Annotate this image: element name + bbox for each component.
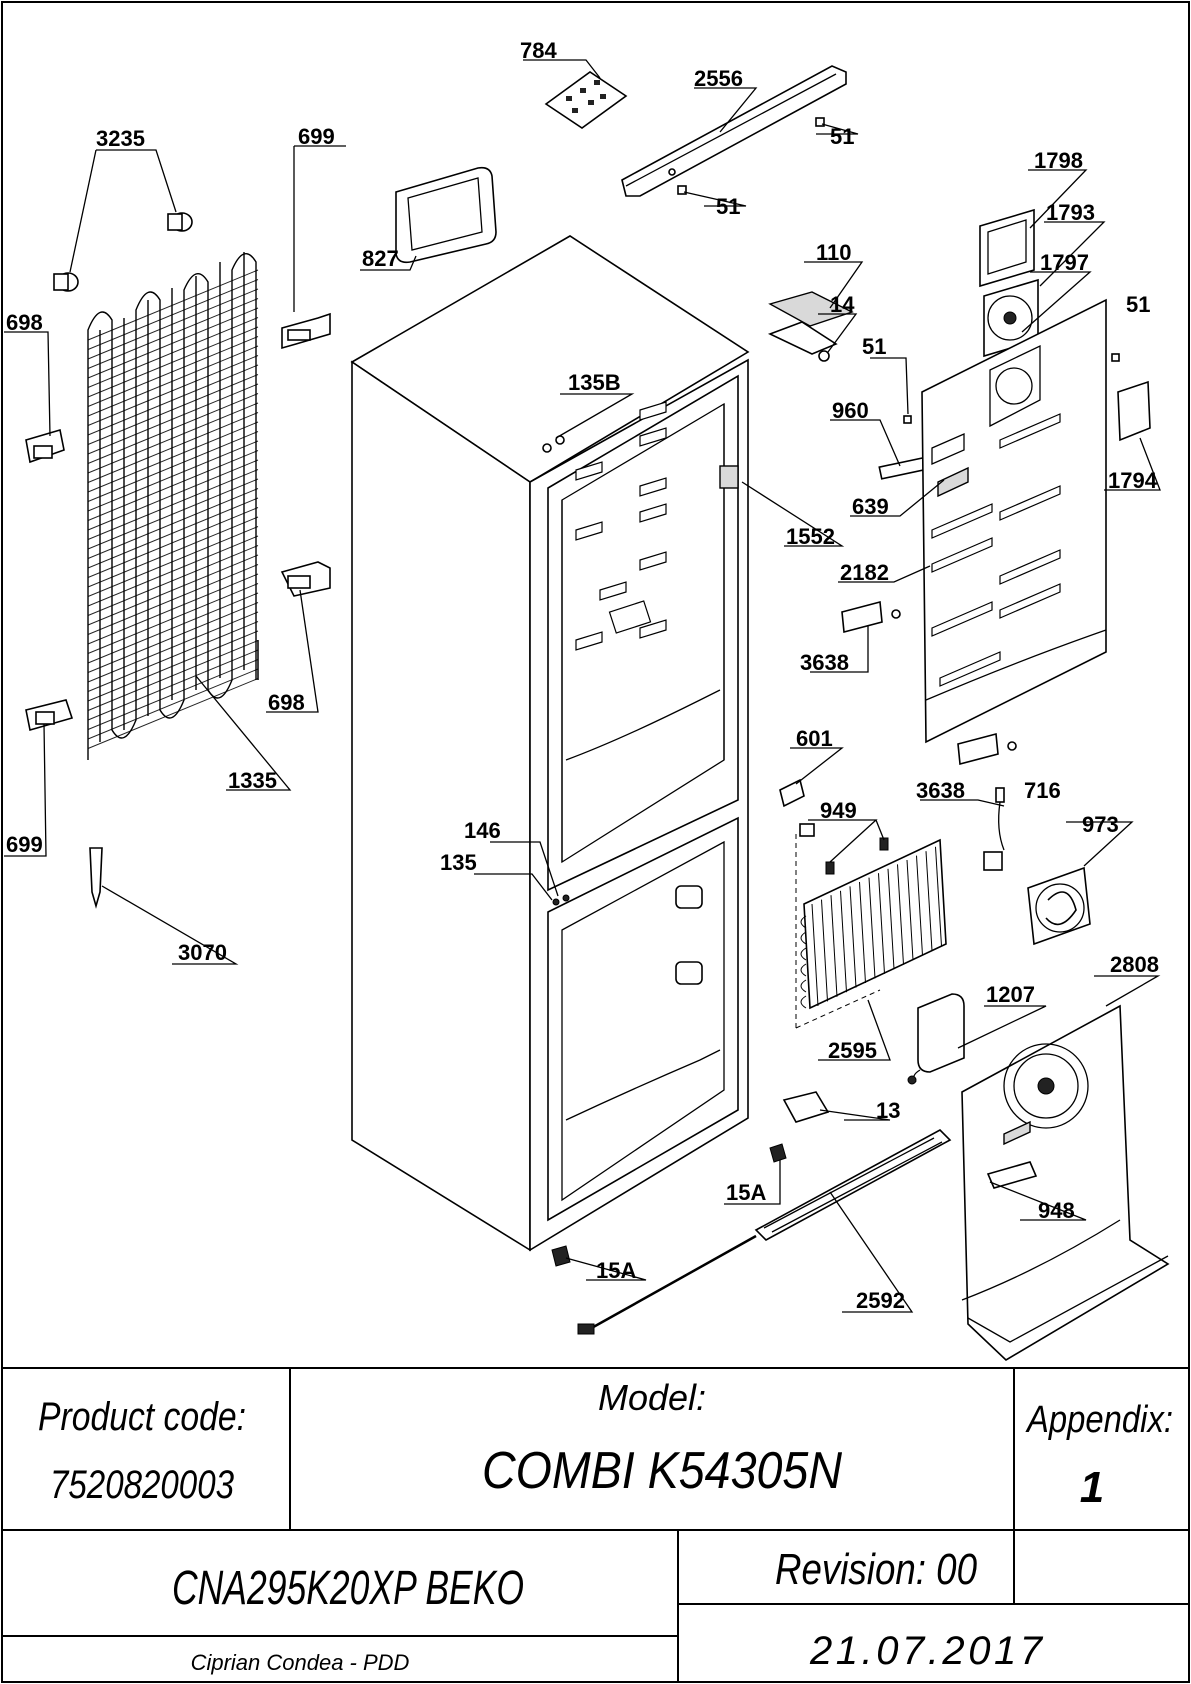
fan-motor-part <box>1027 866 1091 946</box>
sensor-cover-part <box>1117 380 1151 442</box>
appendix-value: 1 <box>1080 1463 1104 1512</box>
part-label: 135B <box>568 370 621 395</box>
part-label: 1335 <box>228 768 277 793</box>
bottom-hinge-part <box>782 1091 830 1123</box>
thermostat-sensor-part <box>983 787 1005 871</box>
part-label: 2808 <box>1110 952 1159 977</box>
part-label: 3638 <box>916 778 965 803</box>
drier-cap-part <box>53 212 193 292</box>
part-label: 14 <box>830 292 855 317</box>
part-label: 827 <box>362 246 399 271</box>
evaporator-cover-panel <box>921 298 1107 744</box>
date: 21.07.2017 <box>809 1629 1044 1673</box>
model-label: Model: <box>598 1377 706 1418</box>
compressor-cover-panel <box>961 1004 1170 1361</box>
part-label: 110 <box>816 240 852 265</box>
top-hinge-part <box>767 291 854 362</box>
connector-block-part <box>841 600 1017 766</box>
part-label: 3235 <box>96 126 145 151</box>
part-label: 1207 <box>986 982 1035 1007</box>
product-code-value: 7520820003 <box>50 1463 234 1507</box>
part-label: 601 <box>796 726 833 751</box>
title-block <box>2 1367 1189 1682</box>
part-label: 51 <box>862 334 886 359</box>
evaporator-part <box>795 823 947 1029</box>
part-label: 1797 <box>1040 250 1089 275</box>
part-label: 716 <box>1024 778 1061 803</box>
part-label: 699 <box>298 124 335 149</box>
part-label: 3070 <box>178 940 227 965</box>
part-label: 2556 <box>694 66 743 91</box>
part-label: 699 <box>6 832 43 857</box>
part-label: 973 <box>1082 812 1119 837</box>
author: Ciprian Condea - PDD <box>191 1650 410 1675</box>
led-strip-part <box>878 456 930 480</box>
clip-part <box>815 117 825 127</box>
part-label: 15A <box>596 1258 636 1283</box>
condenser-brackets <box>25 312 331 732</box>
part-label: 2592 <box>856 1288 905 1313</box>
product-code-label: Product code: <box>38 1395 246 1439</box>
filter-drier-part <box>89 847 103 909</box>
part-label: 13 <box>876 1098 900 1123</box>
part-label: 784 <box>520 38 557 63</box>
part-label: 698 <box>268 690 305 715</box>
revision: Revision: 00 <box>775 1545 977 1594</box>
appendix-label: Appendix: <box>1025 1399 1173 1441</box>
product-name: CNA295K20XP BEKO <box>172 1562 524 1615</box>
refrigerator-cabinet <box>350 235 750 1252</box>
part-label: 15A <box>726 1180 766 1205</box>
condenser-coil <box>87 252 259 760</box>
part-label: 960 <box>832 398 869 423</box>
part-label: 949 <box>820 798 857 823</box>
part-label: 135 <box>440 850 477 875</box>
part-label: 948 <box>1038 1198 1075 1223</box>
part-label: 1794 <box>1108 468 1158 493</box>
clip-part <box>903 415 912 424</box>
freezer-fan-assembly <box>979 208 1039 358</box>
part-label: 698 <box>6 310 43 335</box>
part-label: 3638 <box>800 650 849 675</box>
leader-lines <box>4 59 1161 1313</box>
part-label: 1552 <box>786 524 835 549</box>
part-label: 1793 <box>1046 200 1095 225</box>
clip-part <box>677 185 687 195</box>
part-label: 1798 <box>1034 148 1083 173</box>
part-label: 639 <box>852 494 889 519</box>
part-label: 51 <box>716 194 740 219</box>
model-value: COMBI K54305N <box>482 1442 842 1500</box>
defrost-heater-part <box>577 1129 952 1335</box>
part-label: 51 <box>830 124 854 149</box>
part-labels: 784 2556 3235 699 51 51 1798 827 1793 11… <box>6 38 1159 1313</box>
control-board-part <box>544 71 628 129</box>
part-label: 2595 <box>828 1038 877 1063</box>
part-label: 146 <box>464 818 501 843</box>
top-cover-rail-part <box>621 65 847 197</box>
display-frame-part <box>395 166 497 264</box>
part-label: 2182 <box>840 560 889 585</box>
adjustable-foot-part <box>551 1143 787 1267</box>
clip-part <box>1111 353 1120 362</box>
compressor-part <box>907 993 965 1085</box>
bracket-part <box>779 778 805 808</box>
part-label: 51 <box>1126 292 1150 317</box>
